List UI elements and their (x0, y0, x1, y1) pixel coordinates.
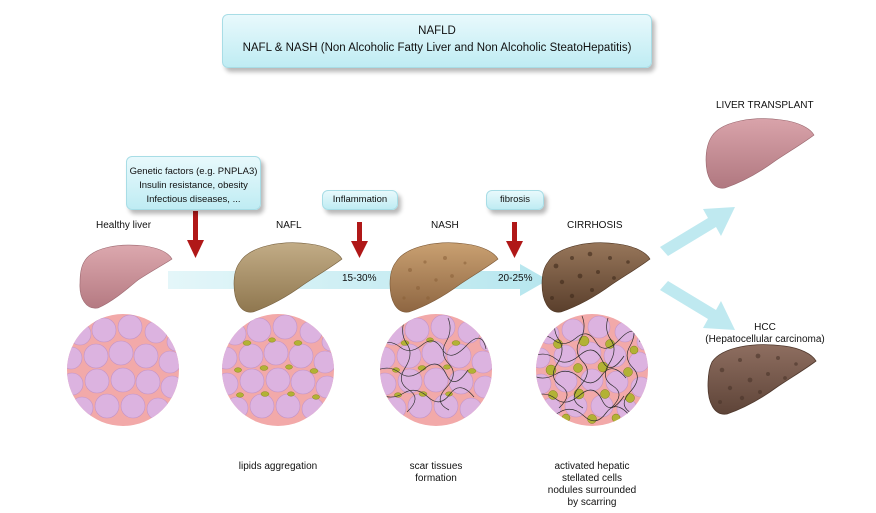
healthy-liver-icon (79, 244, 173, 309)
cirrhosis-tissue-circle (536, 314, 648, 426)
factor-insulin: Insulin resistance, obesity (139, 180, 248, 191)
factor-genetic: Genetic factors (e.g. PNPLA3) (129, 166, 258, 177)
transplant-branch-arrow (660, 207, 735, 256)
diagram-title: NAFLD (418, 25, 456, 37)
cirrhosis-caption-line2: stellated cells (561, 473, 623, 484)
nafl-tissue-circle (222, 314, 334, 426)
liver-transplant-label: LIVER TRANSPLANT (716, 100, 814, 111)
cirrhosis-caption: activated hepatic stellated cells nodule… (542, 461, 642, 509)
healthy-tissue-circle (67, 314, 179, 426)
hcc-branch-arrow (660, 281, 735, 330)
nash-caption-line2: formation (415, 473, 457, 484)
nash-to-cirrhosis-rate: 20-25% (498, 273, 533, 284)
nash-liver-icon (389, 242, 499, 313)
diagram-subtitle: NAFL & NASH (Non Alcoholic Fatty Liver a… (242, 42, 632, 54)
transplant-liver-icon (705, 118, 815, 189)
fibrosis-box: fibrosis (486, 190, 544, 210)
inflammation-trigger-arrow (351, 222, 368, 258)
cirrhosis-caption-line4: by scarring (567, 497, 617, 508)
fibrosis-trigger-arrow (506, 222, 523, 258)
hcc-label: HCC (Hepatocellular carcinoma) (700, 322, 830, 346)
risk-factors-box: Genetic factors (e.g. PNPLA3) Insulin re… (126, 156, 261, 210)
nash-label: NASH (431, 220, 459, 231)
inflammation-label: Inflammation (332, 194, 388, 205)
factor-infectious: Infectious diseases, ... (146, 194, 241, 205)
nash-caption: scar tissues formation (386, 461, 486, 485)
cirrhosis-caption-line1: activated hepatic (554, 461, 630, 472)
healthy-liver-label: Healthy liver (96, 220, 152, 231)
cirrhosis-caption-line3: nodules surrounded (547, 485, 637, 496)
cirrhosis-label: CIRRHOSIS (567, 220, 623, 231)
nafl-caption: lipids aggregation (238, 461, 318, 472)
fibrosis-label: fibrosis (499, 194, 531, 205)
nash-caption-line1: scar tissues (409, 461, 463, 472)
hcc-liver-icon (707, 344, 817, 415)
nafl-to-nash-rate: 15-30% (342, 273, 377, 284)
nafl-liver-icon (233, 242, 343, 313)
inflammation-box: Inflammation (322, 190, 398, 210)
nash-tissue-circle (380, 314, 492, 426)
factors-trigger-arrow (187, 211, 204, 258)
nafl-label: NAFL (276, 220, 302, 231)
hcc-label-line2: (Hepatocellular carcinoma) (705, 334, 825, 345)
nafld-title-box: NAFLD NAFL & NASH (Non Alcoholic Fatty L… (222, 14, 652, 68)
cirrhosis-liver-icon (541, 242, 651, 313)
hcc-label-line1: HCC (754, 322, 776, 333)
